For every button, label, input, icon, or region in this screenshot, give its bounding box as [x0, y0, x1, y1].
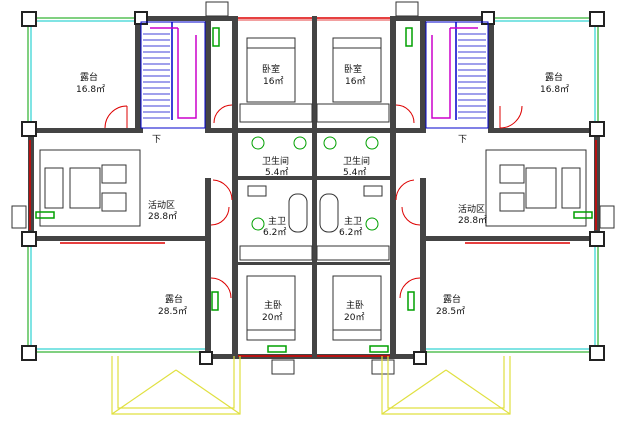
bath-e-name: 卫生间	[343, 155, 370, 167]
furniture-beds	[239, 37, 390, 341]
windows	[29, 17, 597, 357]
balconies	[111, 356, 511, 415]
bath-w-area: 5.4㎡	[265, 167, 288, 178]
terrace-sw-area: 28.5㎡	[158, 306, 187, 317]
fixtures-bath	[247, 136, 383, 233]
ensuite-w-area: 6.2㎡	[263, 227, 286, 238]
doors	[104, 104, 523, 299]
terrace-nw-area: 16.8㎡	[76, 84, 105, 95]
stair-east-down-label: 下	[458, 135, 467, 145]
room-labels: 露台 16.8㎡ 卧室 16㎡ 卧室 16㎡ 露台 16.8㎡ 卫生间 5.4㎡…	[76, 63, 569, 323]
terrace-ne-name: 露台	[545, 71, 563, 83]
living-e-area: 28.8㎡	[458, 215, 487, 226]
bath-e-area: 5.4㎡	[343, 167, 366, 178]
master-e-area: 20㎡	[344, 312, 364, 323]
bedroom-ne-area: 16㎡	[345, 76, 365, 87]
living-w-area: 28.8㎡	[148, 211, 177, 222]
ensuite-w-name: 主卫	[268, 215, 286, 227]
terrace-ne-area: 16.8㎡	[540, 84, 569, 95]
window-markers	[35, 27, 593, 353]
bedroom-ne-name: 卧室	[344, 63, 362, 75]
master-e-name: 主卧	[346, 299, 364, 311]
ac-units	[11, 1, 615, 375]
terrace-nw-name: 露台	[80, 71, 98, 83]
master-w-name: 主卧	[264, 299, 282, 311]
master-w-area: 20㎡	[262, 312, 282, 323]
bedroom-nw-area: 16㎡	[263, 76, 283, 87]
living-e-name: 活动区	[458, 203, 485, 215]
stair-west-down-label: 下	[152, 135, 161, 145]
walls	[28, 16, 600, 360]
stair-east	[425, 21, 489, 129]
terrace-se-area: 28.5㎡	[436, 306, 465, 317]
bath-w-name: 卫生间	[262, 155, 289, 167]
columns	[21, 11, 605, 365]
ensuite-e-name: 主卫	[344, 215, 362, 227]
terrace-se-name: 露台	[443, 293, 461, 305]
terrace-outlines	[27, 17, 599, 353]
ensuite-e-area: 6.2㎡	[339, 227, 362, 238]
terrace-sw-name: 露台	[165, 293, 183, 305]
bedroom-nw-name: 卧室	[262, 63, 280, 75]
furniture-living	[39, 149, 587, 227]
living-w-name: 活动区	[148, 199, 175, 211]
stair-west	[140, 21, 206, 129]
